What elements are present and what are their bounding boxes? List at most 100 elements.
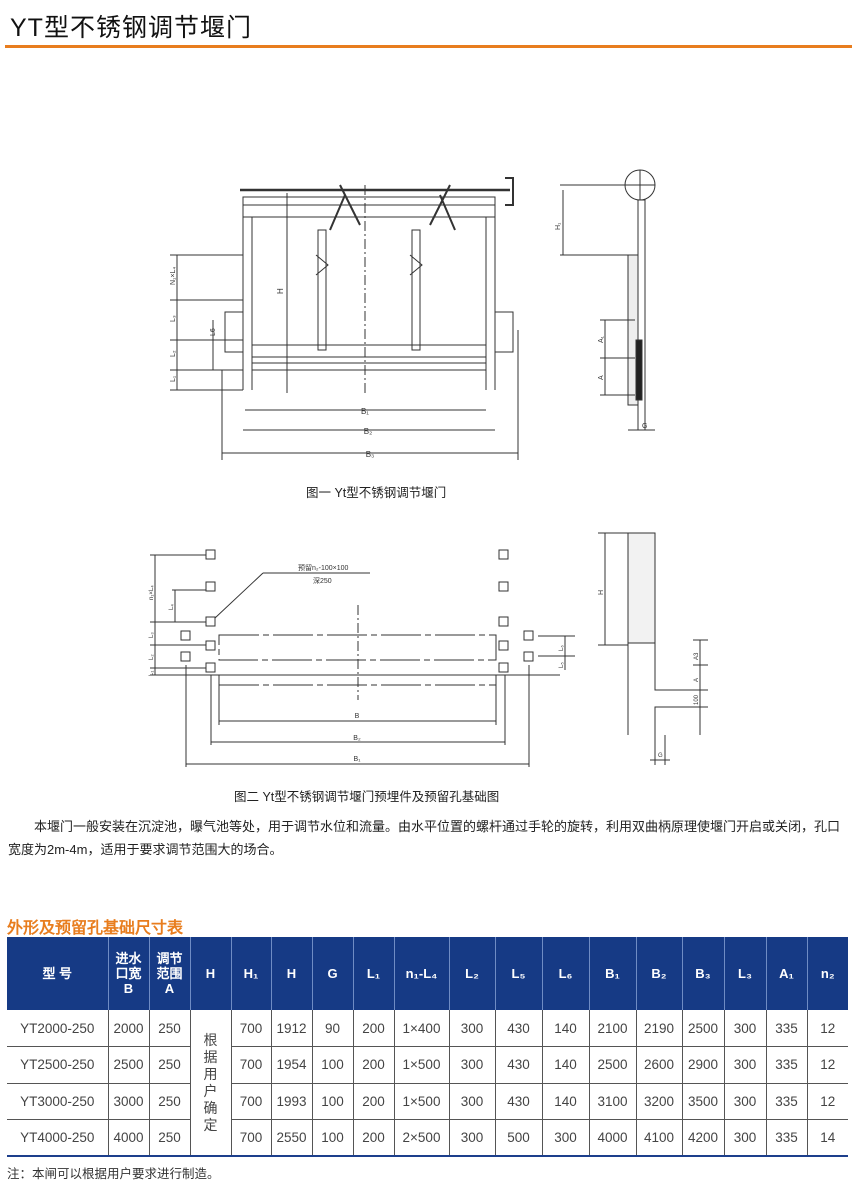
- table-cell: 14: [806, 1119, 848, 1157]
- label-l1: L₁: [170, 375, 177, 382]
- table-cell: 2500: [588, 1046, 637, 1084]
- table-cell: 500: [494, 1119, 543, 1157]
- table-cell: 4100: [635, 1119, 683, 1157]
- label-b1: B₁: [361, 407, 369, 416]
- table-cell: 700: [230, 1119, 272, 1157]
- table-cell: 2900: [681, 1046, 725, 1084]
- table-cell: 2100: [588, 1010, 637, 1047]
- table-cell: 3100: [588, 1083, 637, 1120]
- label-l2: L₂: [170, 350, 177, 357]
- plan-view: [150, 549, 575, 767]
- table-cell: 2500: [107, 1046, 150, 1084]
- table-cell: 140: [541, 1010, 590, 1047]
- table-cell: 4000: [588, 1119, 637, 1157]
- table-cell: 1×500: [393, 1046, 450, 1084]
- section-view: [598, 532, 708, 765]
- label-b2: B₂: [364, 427, 372, 436]
- table-cell: 200: [352, 1046, 395, 1084]
- front-view: [170, 177, 519, 460]
- table-cell: 100: [311, 1083, 354, 1120]
- table-cell: 250: [148, 1010, 191, 1047]
- table-cell: 2600: [635, 1046, 683, 1084]
- table-cell: 335: [765, 1083, 808, 1120]
- column-header: n₁-L₄: [393, 937, 449, 1010]
- column-header: H: [270, 937, 312, 1010]
- table-cell: 12: [806, 1046, 848, 1084]
- table-cell: 430: [494, 1010, 543, 1047]
- column-header: B₁: [588, 937, 636, 1010]
- label-l3: L₃: [149, 632, 155, 638]
- column-header: H: [189, 937, 231, 1010]
- table-cell: 300: [723, 1010, 767, 1047]
- table-cell: 140: [541, 1046, 590, 1084]
- table-cell: 3500: [681, 1083, 725, 1120]
- label-l6: L6: [210, 328, 217, 336]
- table-cell: 1×400: [393, 1010, 450, 1047]
- hole-note-line2: 深250: [313, 576, 332, 585]
- label-n1l4: N₁×L₄: [170, 267, 177, 285]
- description-paragraph: 本堰门一般安装在沉淀池，曝气池等处，用于调节水位和流量。由水平位置的螺杆通过手轮…: [8, 819, 841, 857]
- label-a: A: [694, 678, 700, 682]
- merged-h-note: 根据用户确定: [203, 1031, 218, 1133]
- page-title: YT型不锈钢调节堰门: [10, 14, 252, 42]
- label-100: 100: [694, 694, 700, 705]
- table-cell: 4000: [107, 1119, 150, 1157]
- table-cell: 300: [723, 1046, 767, 1084]
- table-cell: 430: [494, 1046, 543, 1084]
- label-l4: L₄: [169, 604, 175, 610]
- label-l5: L₅: [559, 662, 565, 668]
- table-cell: 1×500: [393, 1083, 450, 1120]
- table-cell: 1993: [270, 1083, 313, 1120]
- column-header: B₃: [681, 937, 724, 1010]
- column-header: L₁: [352, 937, 394, 1010]
- label-h: H: [598, 590, 605, 595]
- table-title: 外形及预留孔基础尺寸表: [7, 920, 184, 937]
- table-cell: 430: [494, 1083, 543, 1120]
- table-cell: 250: [148, 1046, 191, 1084]
- label-a: A: [598, 375, 605, 380]
- label-a1: A₁: [598, 335, 605, 343]
- figure2-drawing: 预留n₂-100×100 深250 B B₂ B₁ n₁×L₄ L₄ L₃ L₂…: [149, 532, 708, 767]
- table-cell: 2500: [681, 1010, 725, 1047]
- table-cell: 700: [230, 1010, 272, 1047]
- table-cell: 300: [448, 1083, 496, 1120]
- table-cell: 300: [448, 1010, 496, 1047]
- table-cell: 300: [448, 1046, 496, 1084]
- table-cell: 3000: [107, 1083, 150, 1120]
- table-cell: YT3000-250: [7, 1083, 109, 1120]
- label-b1: B₁: [353, 756, 361, 763]
- column-header: 型 号: [7, 937, 108, 1010]
- column-header: A₁: [765, 937, 807, 1010]
- column-header: 进水口宽B: [107, 937, 149, 1010]
- label-g: G: [658, 753, 663, 759]
- column-header: L₆: [541, 937, 589, 1010]
- column-header: B₂: [635, 937, 682, 1010]
- column-header: L₃: [723, 937, 766, 1010]
- table-cell: 200: [352, 1010, 395, 1047]
- label-l2: L₂: [149, 654, 155, 660]
- table-cell: 2×500: [393, 1119, 450, 1157]
- table-cell: 2190: [635, 1010, 683, 1047]
- label-b: B: [355, 713, 360, 720]
- footnote: 注：本闸可以根据用户要求进行制造。: [7, 1167, 220, 1181]
- table-cell: 300: [541, 1119, 590, 1157]
- table-cell: 200: [352, 1083, 395, 1120]
- label-l6: L₆: [559, 645, 565, 651]
- figure2-caption: 图二 Yt型不锈钢调节堰门预埋件及预留孔基础图: [234, 790, 500, 804]
- side-view: [560, 169, 656, 431]
- table-cell: 300: [723, 1083, 767, 1120]
- table-cell: 4200: [681, 1119, 725, 1157]
- table-cell: 250: [148, 1119, 191, 1157]
- column-header: H₁: [230, 937, 271, 1010]
- table-cell: 12: [806, 1010, 848, 1047]
- figure1-drawing: B₁ B₂ B₃ H N₁×L₄ L₃ L₂ L₁ L6 H₁ A₁ A G: [170, 169, 656, 460]
- column-header: G: [311, 937, 353, 1010]
- table-cell: 100: [311, 1046, 354, 1084]
- column-header: 调节范围A: [148, 937, 190, 1010]
- merged-h-cell: 根据用户确定: [189, 1010, 232, 1157]
- table-cell: 700: [230, 1046, 272, 1084]
